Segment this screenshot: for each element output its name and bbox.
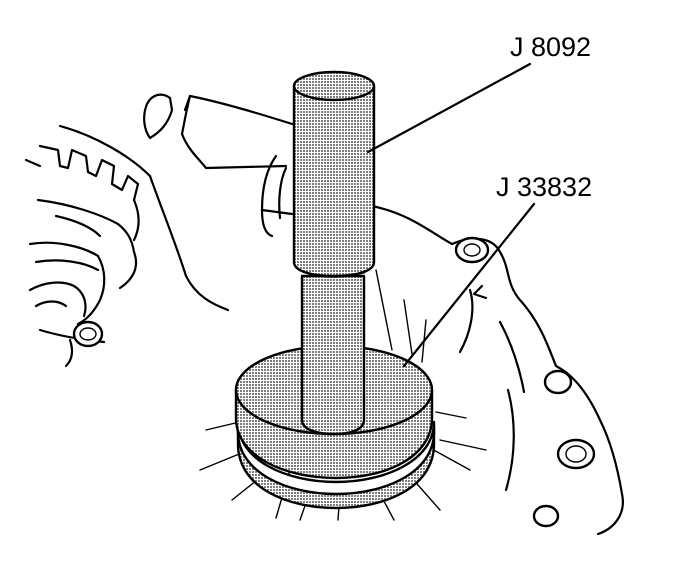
leader-line-j33832 — [402, 202, 536, 368]
callout-label-j8092: J 8092 — [510, 32, 591, 62]
callout-label-j33832: J 33832 — [496, 172, 592, 202]
mounting-hole — [543, 369, 573, 395]
mounting-hole — [532, 504, 560, 528]
transmission-case — [24, 93, 624, 536]
mounting-hole — [556, 438, 596, 470]
driver-handle-j8092 — [292, 70, 376, 436]
mounting-hole — [454, 236, 490, 264]
leader-line-j8092 — [366, 62, 532, 154]
